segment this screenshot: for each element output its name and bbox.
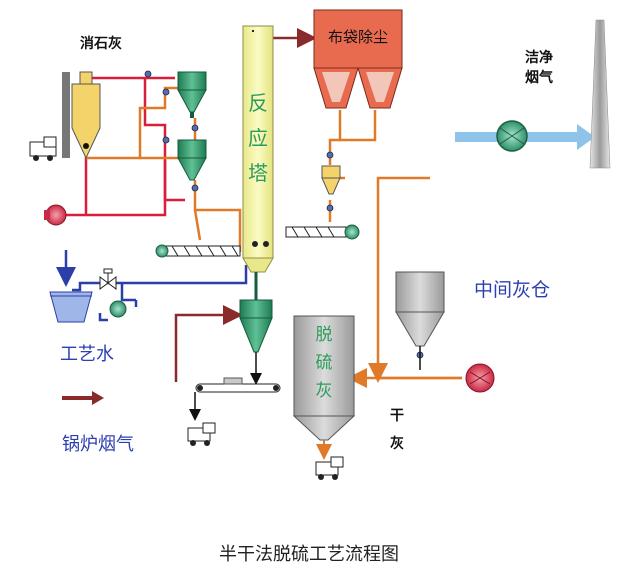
small-hopper bbox=[321, 165, 341, 195]
chimney-icon bbox=[589, 19, 611, 169]
flue-gas-lines bbox=[174, 28, 317, 382]
tower-label-2: 应 bbox=[248, 126, 268, 150]
process-water-line bbox=[56, 250, 248, 322]
clean-gas-label-1: 洁净 bbox=[525, 49, 553, 66]
water-tank bbox=[49, 291, 93, 323]
belt-conveyor-icon bbox=[189, 377, 281, 421]
pump-icon bbox=[109, 300, 127, 318]
green-hopper-bottom bbox=[177, 139, 207, 181]
tower-label-1: 反 bbox=[248, 91, 268, 115]
truck-icon-ash bbox=[315, 456, 344, 480]
valve-icon bbox=[99, 268, 117, 290]
screw-conveyor-right bbox=[285, 224, 360, 240]
valve-dots bbox=[144, 70, 424, 359]
desulf-ash-silo: 脱 硫 灰 bbox=[292, 315, 356, 460]
baghouse-label: 布袋除尘 bbox=[328, 28, 388, 46]
truck-icon bbox=[29, 136, 57, 161]
dry-ash-label-1: 干 bbox=[390, 408, 404, 424]
lime-silo bbox=[62, 71, 101, 160]
green-hopper-top bbox=[177, 71, 207, 118]
boiler-gas-arrow bbox=[62, 391, 104, 405]
middle-ash-silo bbox=[395, 271, 445, 370]
cyclone-icon bbox=[239, 272, 273, 385]
dry-ash-label-2: 灰 bbox=[390, 435, 404, 452]
ash-return-lines bbox=[86, 86, 462, 388]
reaction-tower: 反 应 塔 bbox=[242, 25, 274, 273]
boiler-gas-label: 锅炉烟气 bbox=[62, 434, 134, 455]
process-water-label: 工艺水 bbox=[60, 344, 114, 365]
truck-icon-belt bbox=[187, 422, 216, 446]
fan-icon bbox=[44, 204, 67, 226]
desulf-label-3: 灰 bbox=[316, 381, 333, 401]
screw-conveyor-icon bbox=[155, 244, 241, 258]
lime-label: 消石灰 bbox=[80, 35, 122, 52]
desulf-label-2: 硫 bbox=[316, 353, 333, 373]
desulf-label-1: 脱 bbox=[316, 325, 333, 345]
fan-icon-right bbox=[465, 363, 495, 393]
tower-label-3: 塔 bbox=[248, 161, 268, 185]
middle-silo-label: 中间灰仓 bbox=[474, 279, 550, 301]
baghouse: 布袋除尘 bbox=[313, 9, 403, 109]
fan-icon-clean bbox=[496, 120, 528, 152]
clean-gas-label-2: 烟气 bbox=[525, 69, 553, 86]
figure-caption: 半干法脱硫工艺流程图 bbox=[219, 544, 399, 565]
